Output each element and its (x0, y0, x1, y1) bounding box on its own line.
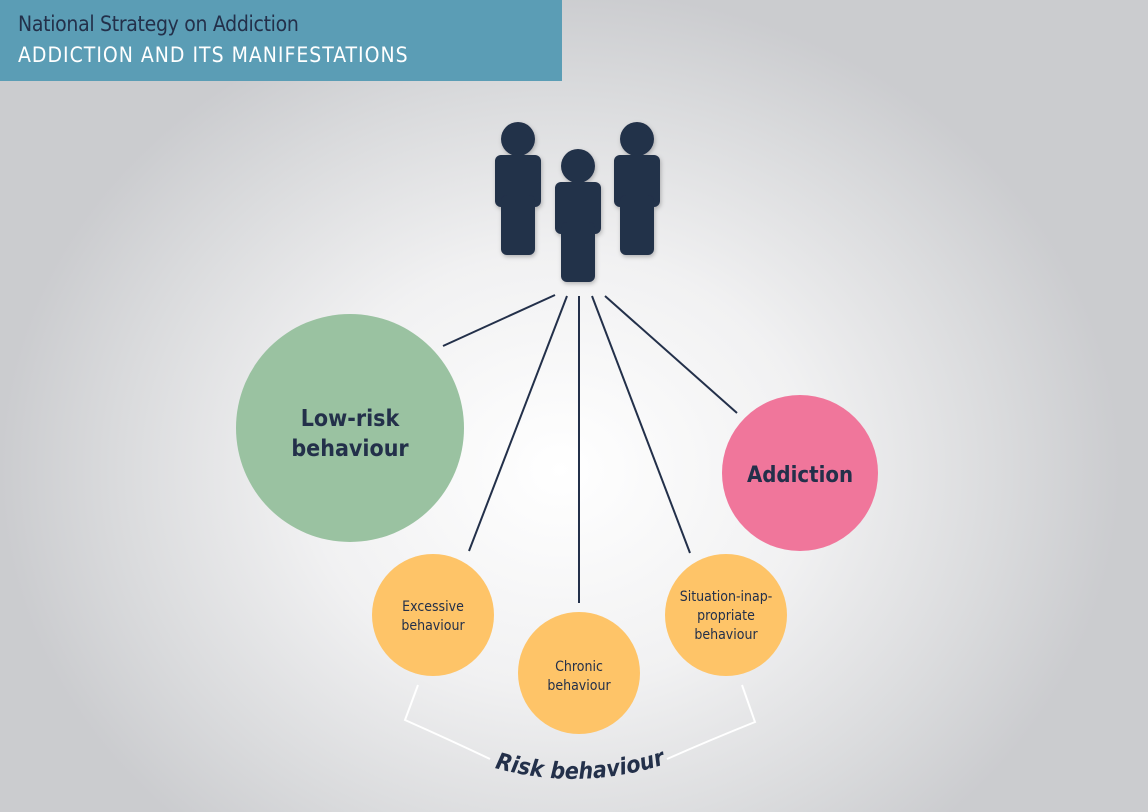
node-chronic: Chronic behaviour (518, 612, 640, 734)
node-label: behaviour (401, 618, 465, 634)
node-label: Chronic (555, 659, 603, 675)
person-icon (614, 122, 660, 255)
person-icon (555, 149, 601, 282)
line-situation (591, 295, 691, 554)
node-label: Situation-inap- (680, 589, 773, 605)
node-label: behaviour (291, 436, 409, 462)
header-banner: National Strategy on Addiction ADDICTION… (0, 0, 562, 81)
people-icon (495, 122, 660, 282)
risk-behaviour-label: Risk behaviour (493, 744, 669, 785)
node-label: Addiction (747, 463, 853, 488)
line-excessive (468, 295, 568, 552)
node-addiction: Addiction (722, 395, 878, 551)
header-subtitle: ADDICTION AND ITS MANIFESTATIONS (18, 43, 409, 67)
header-title: National Strategy on Addiction (18, 12, 299, 36)
node-label: behaviour (694, 627, 758, 643)
person-icon (495, 122, 541, 255)
node-label: Excessive (402, 599, 464, 615)
node-excessive: Excessive behaviour (372, 554, 494, 676)
node-label: behaviour (547, 678, 611, 694)
node-low-risk: Low-risk behaviour (236, 314, 464, 542)
line-low-risk (442, 294, 556, 347)
line-addiction (604, 295, 738, 414)
node-situation: Situation-inap- propriate behaviour (665, 554, 787, 676)
node-label: Low-risk (301, 406, 401, 432)
node-label: propriate (697, 608, 755, 624)
connector-lines (442, 294, 738, 603)
risk-bracket (403, 684, 757, 760)
